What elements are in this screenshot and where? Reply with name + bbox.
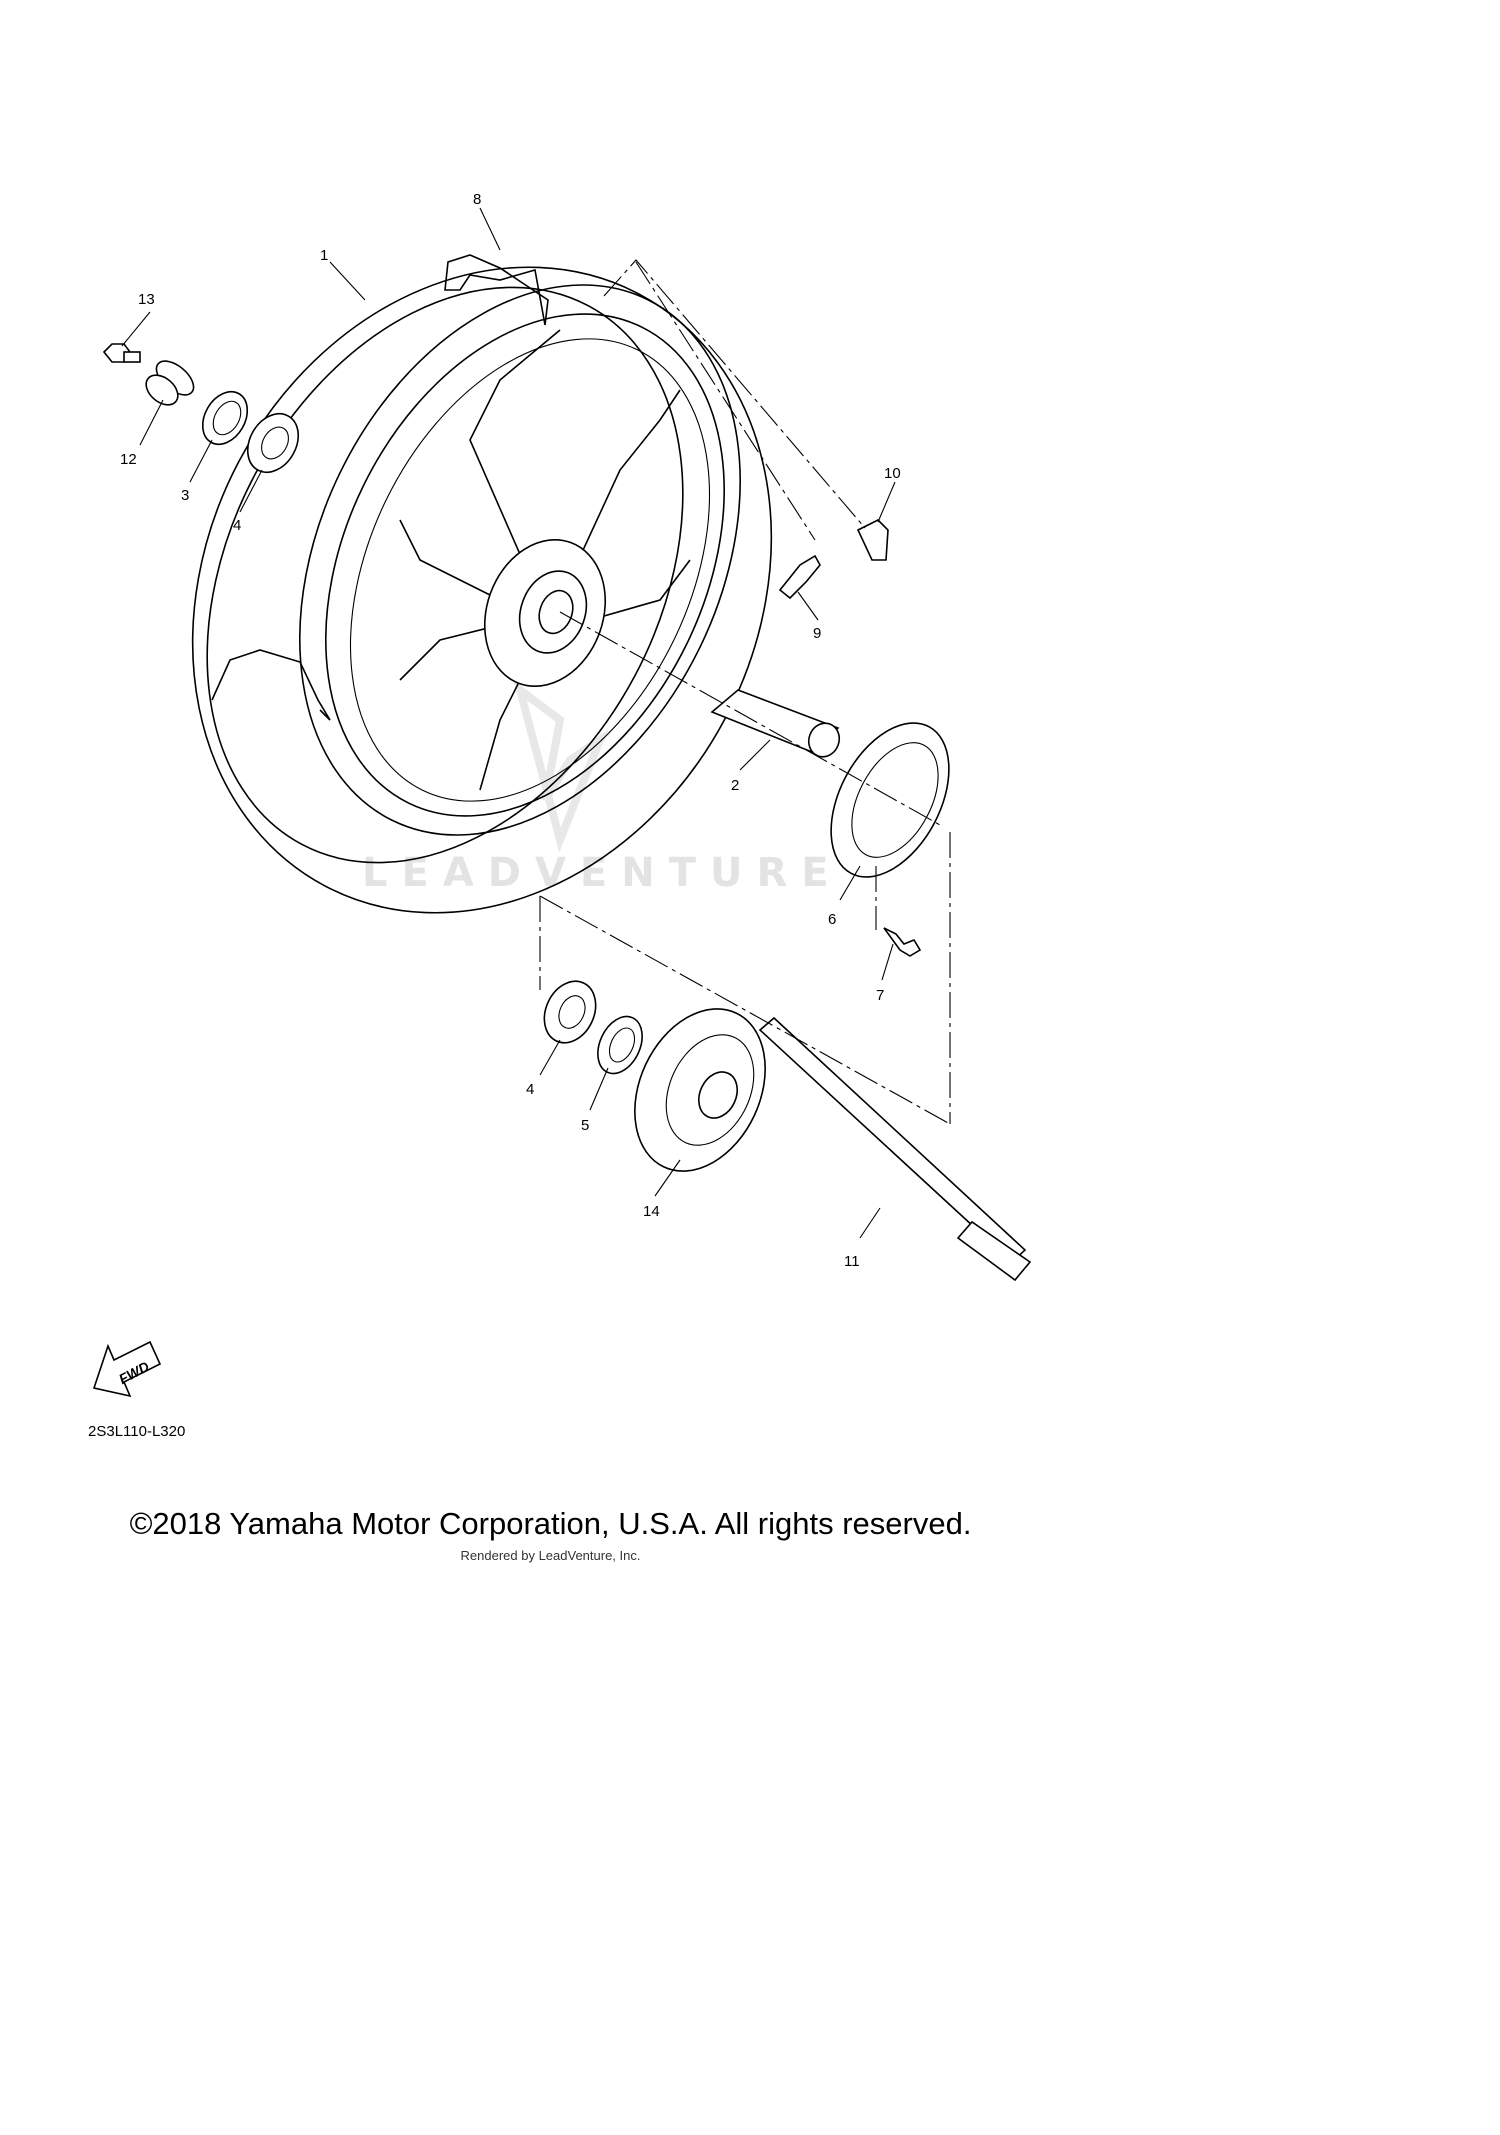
callout-4-lower: 4: [526, 1081, 534, 1098]
leader-lines: [121, 207, 896, 1239]
bolt-13[interactable]: [102, 343, 141, 363]
bolt-7[interactable]: [883, 927, 922, 957]
oil-seal-5[interactable]: [589, 1009, 651, 1080]
callout-2: 2: [731, 777, 739, 794]
valve-9[interactable]: [778, 554, 821, 600]
brake-disc-6[interactable]: [807, 703, 973, 897]
copyright-notice: ©2018 Yamaha Motor Corporation, U.S.A. A…: [129, 1506, 972, 1541]
callout-6: 6: [828, 911, 836, 928]
rendered-by-notice: Rendered by LeadVenture, Inc.: [460, 1548, 641, 1563]
fwd-label: FWD: [116, 1358, 152, 1387]
watermark-text: LEADVENTURE: [362, 850, 843, 896]
callout-7: 7: [876, 987, 884, 1004]
callout-5: 5: [581, 1117, 589, 1134]
gear-unit-14[interactable]: [610, 988, 791, 1193]
callout-13: 13: [138, 291, 155, 308]
wheel-rim[interactable]: [213, 212, 827, 909]
valve-cap-10[interactable]: [856, 519, 889, 561]
callout-3: 3: [181, 487, 189, 504]
collar-12[interactable]: [140, 355, 199, 411]
fwd-arrow-icon: FWD: [92, 1340, 162, 1398]
callout-11: 11: [844, 1253, 860, 1270]
tire[interactable]: [82, 165, 882, 1015]
callout-8: 8: [473, 191, 481, 208]
callout-10: 10: [884, 465, 901, 482]
callout-4-upper: 4: [233, 517, 241, 534]
diagram-code: 2S3L110-L320: [88, 1423, 185, 1440]
assembly-lines: [539, 259, 951, 1125]
callout-12: 12: [120, 451, 137, 468]
axle-11[interactable]: [758, 1016, 1032, 1282]
callout-1: 1: [320, 247, 328, 264]
bearing-4-upper[interactable]: [238, 405, 309, 482]
oil-seal-3[interactable]: [194, 384, 257, 452]
callout-9: 9: [813, 625, 821, 642]
watermark-logo: [513, 679, 609, 853]
parts-diagram: LEADVENTURE: [82, 165, 1032, 1440]
callout-14: 14: [643, 1203, 660, 1220]
bearing-4-lower[interactable]: [535, 973, 606, 1051]
spacer-2[interactable]: [710, 689, 844, 761]
